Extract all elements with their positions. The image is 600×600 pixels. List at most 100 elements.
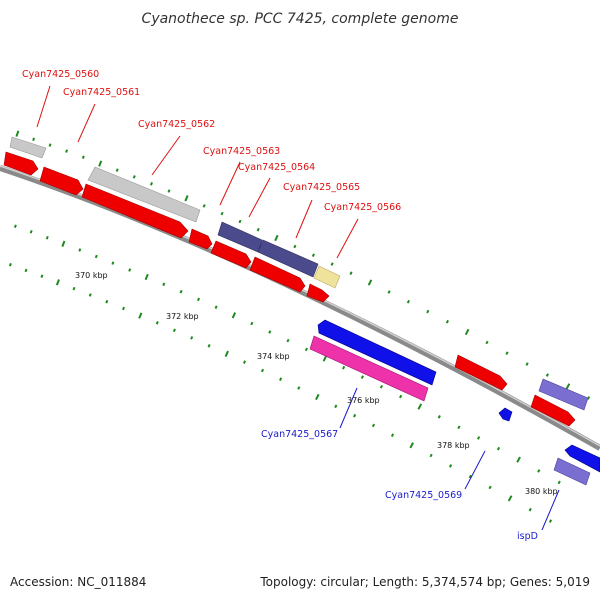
minor-tick — [196, 297, 201, 302]
major-tick — [315, 393, 320, 401]
gene-feature-blue[interactable] — [564, 444, 600, 473]
minor-tick — [557, 480, 561, 485]
major-tick — [417, 403, 423, 410]
topology-text: Topology: circular; Length: 5,374,574 bp… — [259, 575, 590, 589]
minor-tick — [40, 274, 44, 278]
major-tick — [224, 350, 229, 357]
gene-feature-pink[interactable] — [309, 335, 429, 402]
minor-tick — [525, 362, 529, 366]
major-tick — [565, 383, 571, 390]
gene-label-cyan7425-0560[interactable]: Cyan7425_0560 — [22, 69, 99, 80]
minor-tick — [297, 386, 301, 390]
minor-tick — [13, 224, 17, 228]
gene-features — [3, 136, 600, 486]
gene-feature-blue[interactable] — [317, 319, 437, 386]
minor-tick — [88, 293, 92, 297]
minor-tick — [8, 262, 12, 267]
minor-tick — [172, 328, 176, 333]
gene-feature-red[interactable] — [249, 256, 306, 293]
gene-label-cyan7425-0563[interactable]: Cyan7425_0563 — [203, 146, 280, 157]
minor-tick — [496, 446, 501, 451]
minor-tick — [214, 305, 218, 309]
minor-tick — [537, 469, 541, 473]
minor-tick — [545, 373, 549, 377]
major-tick — [231, 312, 237, 319]
gene-labels: Cyan7425_0560 Cyan7425_0561 Cyan7425_056… — [22, 69, 538, 542]
minor-tick — [477, 436, 481, 440]
minor-tick — [429, 453, 433, 458]
minor-tick — [242, 360, 247, 364]
minor-tick — [122, 306, 125, 311]
major-tick — [464, 328, 470, 336]
gene-feature-red[interactable] — [188, 228, 213, 250]
scale-label-376: 376 kbp — [347, 396, 380, 405]
minor-tick — [65, 149, 69, 153]
gene-label-cyan7425-0561[interactable]: Cyan7425_0561 — [63, 87, 140, 98]
minor-tick — [256, 227, 260, 232]
gene-feature-red[interactable] — [210, 240, 252, 269]
scale-label-380: 380 kbp — [525, 487, 558, 496]
gene-feature-red[interactable] — [39, 166, 84, 196]
minor-tick — [207, 344, 211, 348]
minor-tick — [105, 299, 109, 304]
gene-label-cyan7425-0565[interactable]: Cyan7425_0565 — [283, 182, 360, 193]
gene-feature-red[interactable] — [3, 151, 39, 176]
minor-tick — [179, 289, 183, 294]
minor-tick — [238, 219, 242, 224]
gene-feature-red[interactable] — [306, 283, 330, 303]
minor-tick — [29, 230, 33, 234]
gene-feature-yellow[interactable] — [313, 265, 341, 289]
gene-feature-red[interactable] — [454, 354, 508, 391]
minor-tick — [260, 368, 265, 373]
gene-label-cyan7425-0567[interactable]: Cyan7425_0567 — [261, 429, 338, 440]
gene-label-ispd[interactable]: ispD — [517, 531, 538, 542]
gene-feature-lavender[interactable] — [538, 378, 589, 411]
minor-tick — [190, 336, 194, 340]
gene-label-cyan7425-0564[interactable]: Cyan7425_0564 — [238, 162, 315, 173]
gene-feature-red[interactable] — [530, 394, 576, 427]
gene-feature-red[interactable] — [81, 183, 189, 239]
minor-tick — [220, 211, 224, 216]
minor-tick — [505, 351, 509, 355]
minor-tick — [406, 299, 410, 304]
minor-tick — [250, 321, 254, 326]
minor-tick — [457, 425, 461, 430]
minor-tick — [371, 423, 376, 428]
gene-feature-blue[interactable] — [498, 407, 513, 422]
minor-tick — [202, 204, 206, 208]
major-tick — [55, 279, 60, 286]
major-tick — [15, 130, 20, 137]
major-tick — [184, 195, 189, 202]
minor-tick — [115, 168, 119, 172]
minor-tick — [78, 248, 82, 252]
minor-tick — [81, 155, 85, 159]
gene-feature-grey[interactable] — [87, 166, 201, 223]
major-tick — [367, 279, 373, 286]
minor-tick — [155, 321, 159, 325]
gene-label-cyan7425-0562[interactable]: Cyan7425_0562 — [138, 119, 215, 130]
gene-feature-grey[interactable] — [9, 136, 47, 159]
gene-feature-lavender[interactable] — [553, 457, 591, 486]
minor-tick — [293, 244, 297, 249]
minor-tick — [94, 254, 98, 259]
minor-tick — [353, 413, 357, 418]
major-tick — [516, 456, 521, 463]
minor-tick — [162, 282, 166, 287]
gene-label-cyan7425-0569[interactable]: Cyan7425_0569 — [385, 490, 462, 501]
minor-tick — [488, 485, 492, 490]
scale-label-374: 374 kbp — [257, 352, 290, 361]
minor-tick — [72, 286, 76, 291]
major-tick — [409, 442, 414, 449]
minor-tick — [485, 340, 489, 345]
scale-label-378: 378 kbp — [437, 441, 470, 450]
minor-tick — [48, 143, 52, 147]
minor-tick — [311, 253, 315, 257]
minor-tick — [445, 319, 449, 324]
minor-tick — [349, 271, 353, 275]
gene-label-cyan7425-0566[interactable]: Cyan7425_0566 — [324, 202, 401, 213]
minor-tick — [399, 394, 403, 399]
gene-feature-purple[interactable] — [257, 239, 319, 278]
genome-backbone — [0, 165, 600, 451]
minor-tick — [279, 377, 283, 381]
minor-tick — [468, 474, 472, 479]
